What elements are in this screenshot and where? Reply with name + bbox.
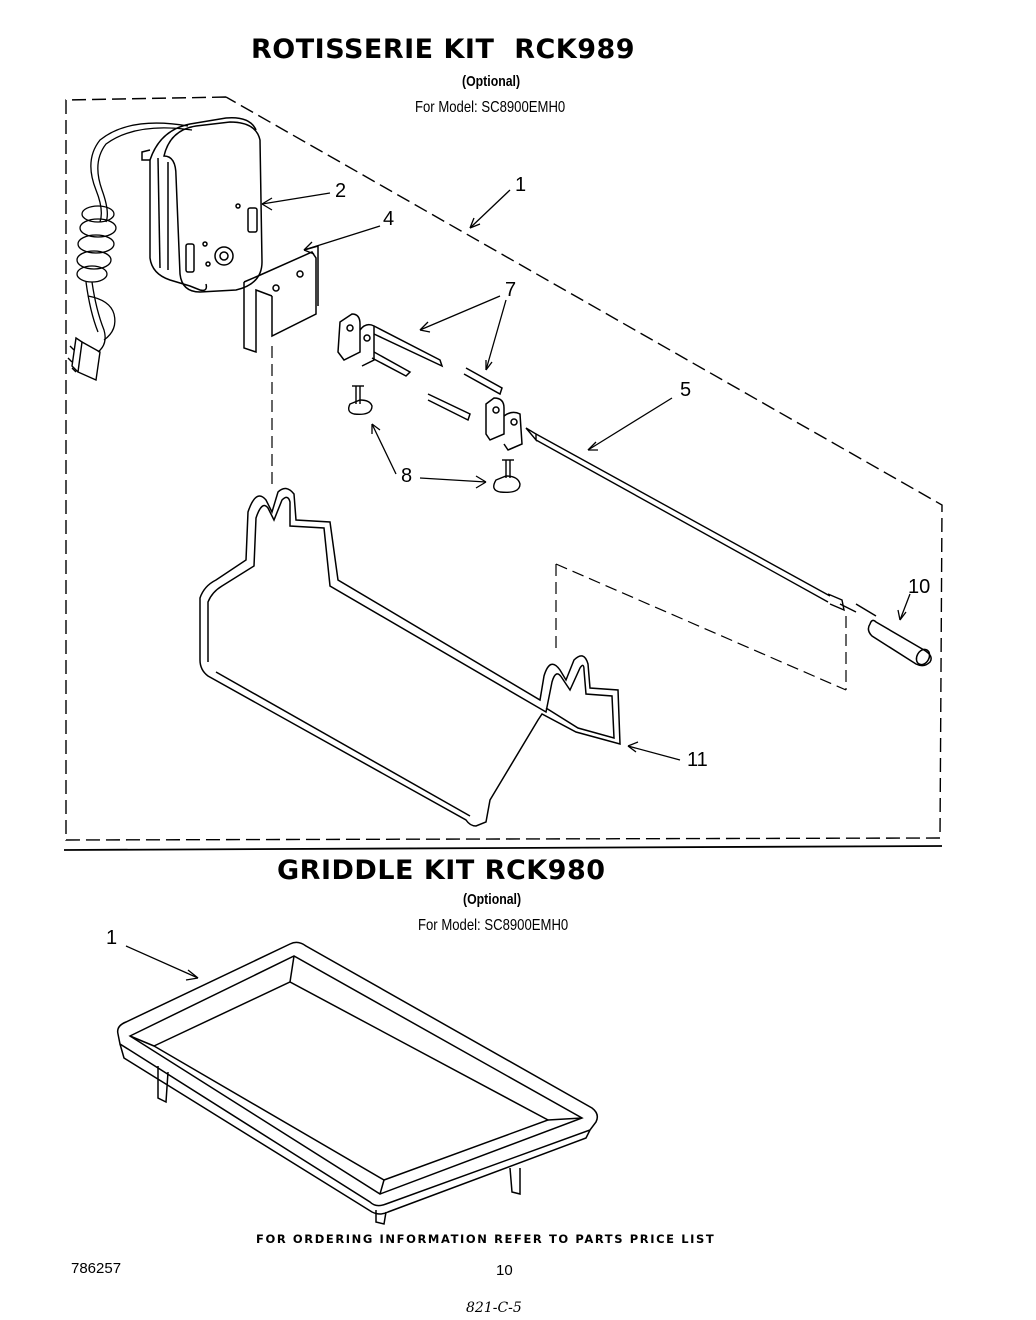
callout-5: 5 (680, 379, 692, 401)
callout-11: 11 (687, 749, 708, 771)
spit-rack-part (199, 487, 621, 827)
callout-1: 1 (515, 174, 527, 196)
spit-forks (337, 313, 523, 451)
griddle-callout-1: 1 (106, 927, 118, 949)
griddle-leader (125, 945, 199, 981)
griddle-model-label: For Model: SC8900EMH0 (418, 917, 569, 934)
rotisserie-optional-label: (Optional) (462, 73, 521, 90)
griddle-tray (116, 941, 599, 1225)
spit-rod (525, 427, 857, 613)
page-number: 10 (496, 1262, 513, 1279)
leader-lines (261, 189, 911, 761)
ordering-information-note: FOR ORDERING INFORMATION REFER TO PARTS … (256, 1232, 716, 1246)
handle-part (855, 603, 932, 667)
power-cord (76, 122, 193, 353)
callout-4: 4 (383, 208, 395, 230)
griddle-kit-title: GRIDDLE KIT RCK980 (277, 855, 606, 886)
griddle-optional-label: (Optional) (463, 891, 522, 908)
handwritten-note: 821-C-5 (466, 1300, 522, 1316)
callout-10: 10 (908, 576, 931, 598)
plug (67, 336, 101, 382)
rotisserie-model-label: For Model: SC8900EMH0 (415, 99, 566, 116)
callout-8: 8 (401, 465, 413, 487)
motor-part (141, 117, 263, 293)
callout-2: 2 (335, 180, 347, 202)
kit-boundary-dashed (65, 96, 943, 841)
document-number: 786257 (71, 1260, 122, 1277)
alignment-lines (271, 346, 847, 691)
rotisserie-kit-title: ROTISSERIE KIT RCK989 (251, 34, 636, 65)
callout-7: 7 (505, 279, 517, 301)
thumb-screws (347, 385, 521, 494)
